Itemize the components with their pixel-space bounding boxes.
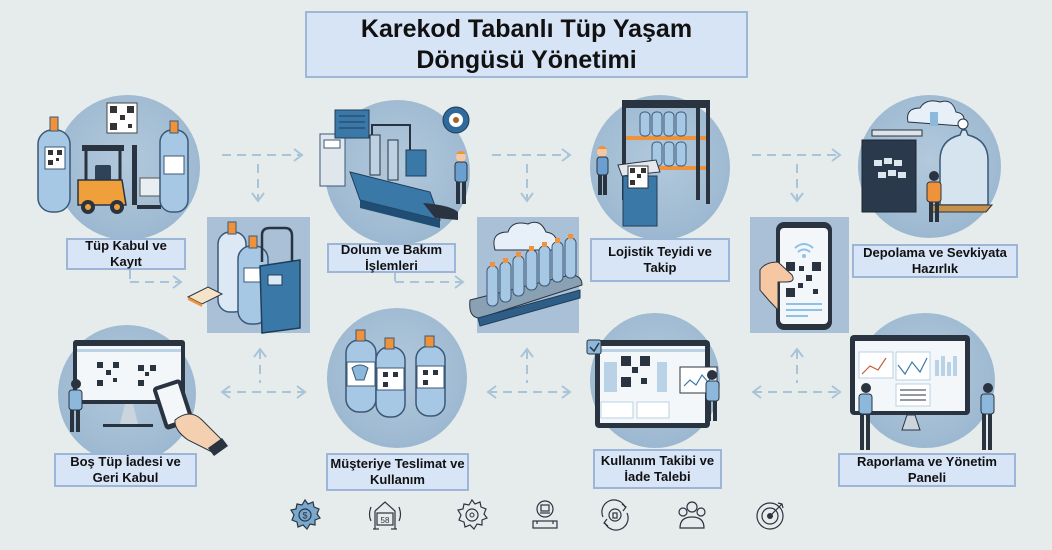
label-line-1: Boş Tüp İadesi ve bbox=[70, 454, 181, 469]
target-icon bbox=[756, 502, 784, 530]
diagram-title: Karekod Tabanlı Tüp Yaşam Döngüsü Yöneti… bbox=[305, 11, 748, 78]
label-line-1: Kullanım Takibi ve bbox=[600, 453, 715, 468]
label-line-1: Raporlama ve Yönetim bbox=[857, 454, 997, 469]
label-line-2: Hazırlık bbox=[911, 261, 959, 276]
stage-label: Tüp Kabul ve Kayıt bbox=[66, 238, 186, 270]
gear-dollar-icon: $ bbox=[290, 498, 321, 530]
label-line-2: Geri Kabul bbox=[92, 470, 159, 485]
stage-label: Boş Tüp İadesi ve Geri Kabul bbox=[54, 453, 197, 487]
stage-label: Raporlama ve Yönetim Paneli bbox=[838, 453, 1016, 487]
stage-label: Müşteriye Teslimat ve Kullanım bbox=[326, 453, 469, 491]
title-line-2: Döngüsü Yönetimi bbox=[416, 45, 637, 74]
bottom-icon-row: $ 58 bbox=[0, 495, 1052, 535]
title-line-1: Karekod Tabanlı Tüp Yaşam bbox=[360, 14, 693, 43]
label-line-1: Dolum ve Bakım bbox=[340, 242, 443, 257]
stage-label: Lojistik Teyidi ve Takip bbox=[590, 238, 730, 282]
stage-label: Dolum ve Bakım İşlemleri bbox=[327, 242, 456, 273]
label-line-2: İade Talebi bbox=[624, 469, 691, 484]
label-line-2: Takip bbox=[643, 260, 677, 275]
stage-label: Kullanım Takibi ve İade Talebi bbox=[593, 449, 722, 489]
label-line-2: İşlemleri bbox=[365, 258, 418, 273]
label-line-1: Müşteriye Teslimat ve bbox=[330, 456, 465, 471]
stamp-icon bbox=[532, 500, 558, 529]
cycle-lock-icon bbox=[601, 499, 629, 531]
svg-text:58: 58 bbox=[381, 516, 390, 525]
label-line-1: Depolama ve Sevkiyata bbox=[863, 245, 1007, 260]
team-icon bbox=[678, 501, 706, 529]
label-line-1: Lojistik Teyidi ve bbox=[608, 244, 712, 259]
stage-label: Depolama ve Sevkiyata Hazırlık bbox=[852, 244, 1018, 278]
svg-text:$: $ bbox=[302, 511, 307, 521]
label-line-1: Tüp Kabul ve bbox=[85, 238, 167, 253]
label-line-2: Kayıt bbox=[110, 254, 142, 269]
gear-icon bbox=[457, 498, 488, 530]
label-line-2: Paneli bbox=[907, 470, 947, 485]
house-58-icon: 58 bbox=[368, 501, 402, 530]
label-line-2: Kullanım bbox=[370, 472, 425, 487]
